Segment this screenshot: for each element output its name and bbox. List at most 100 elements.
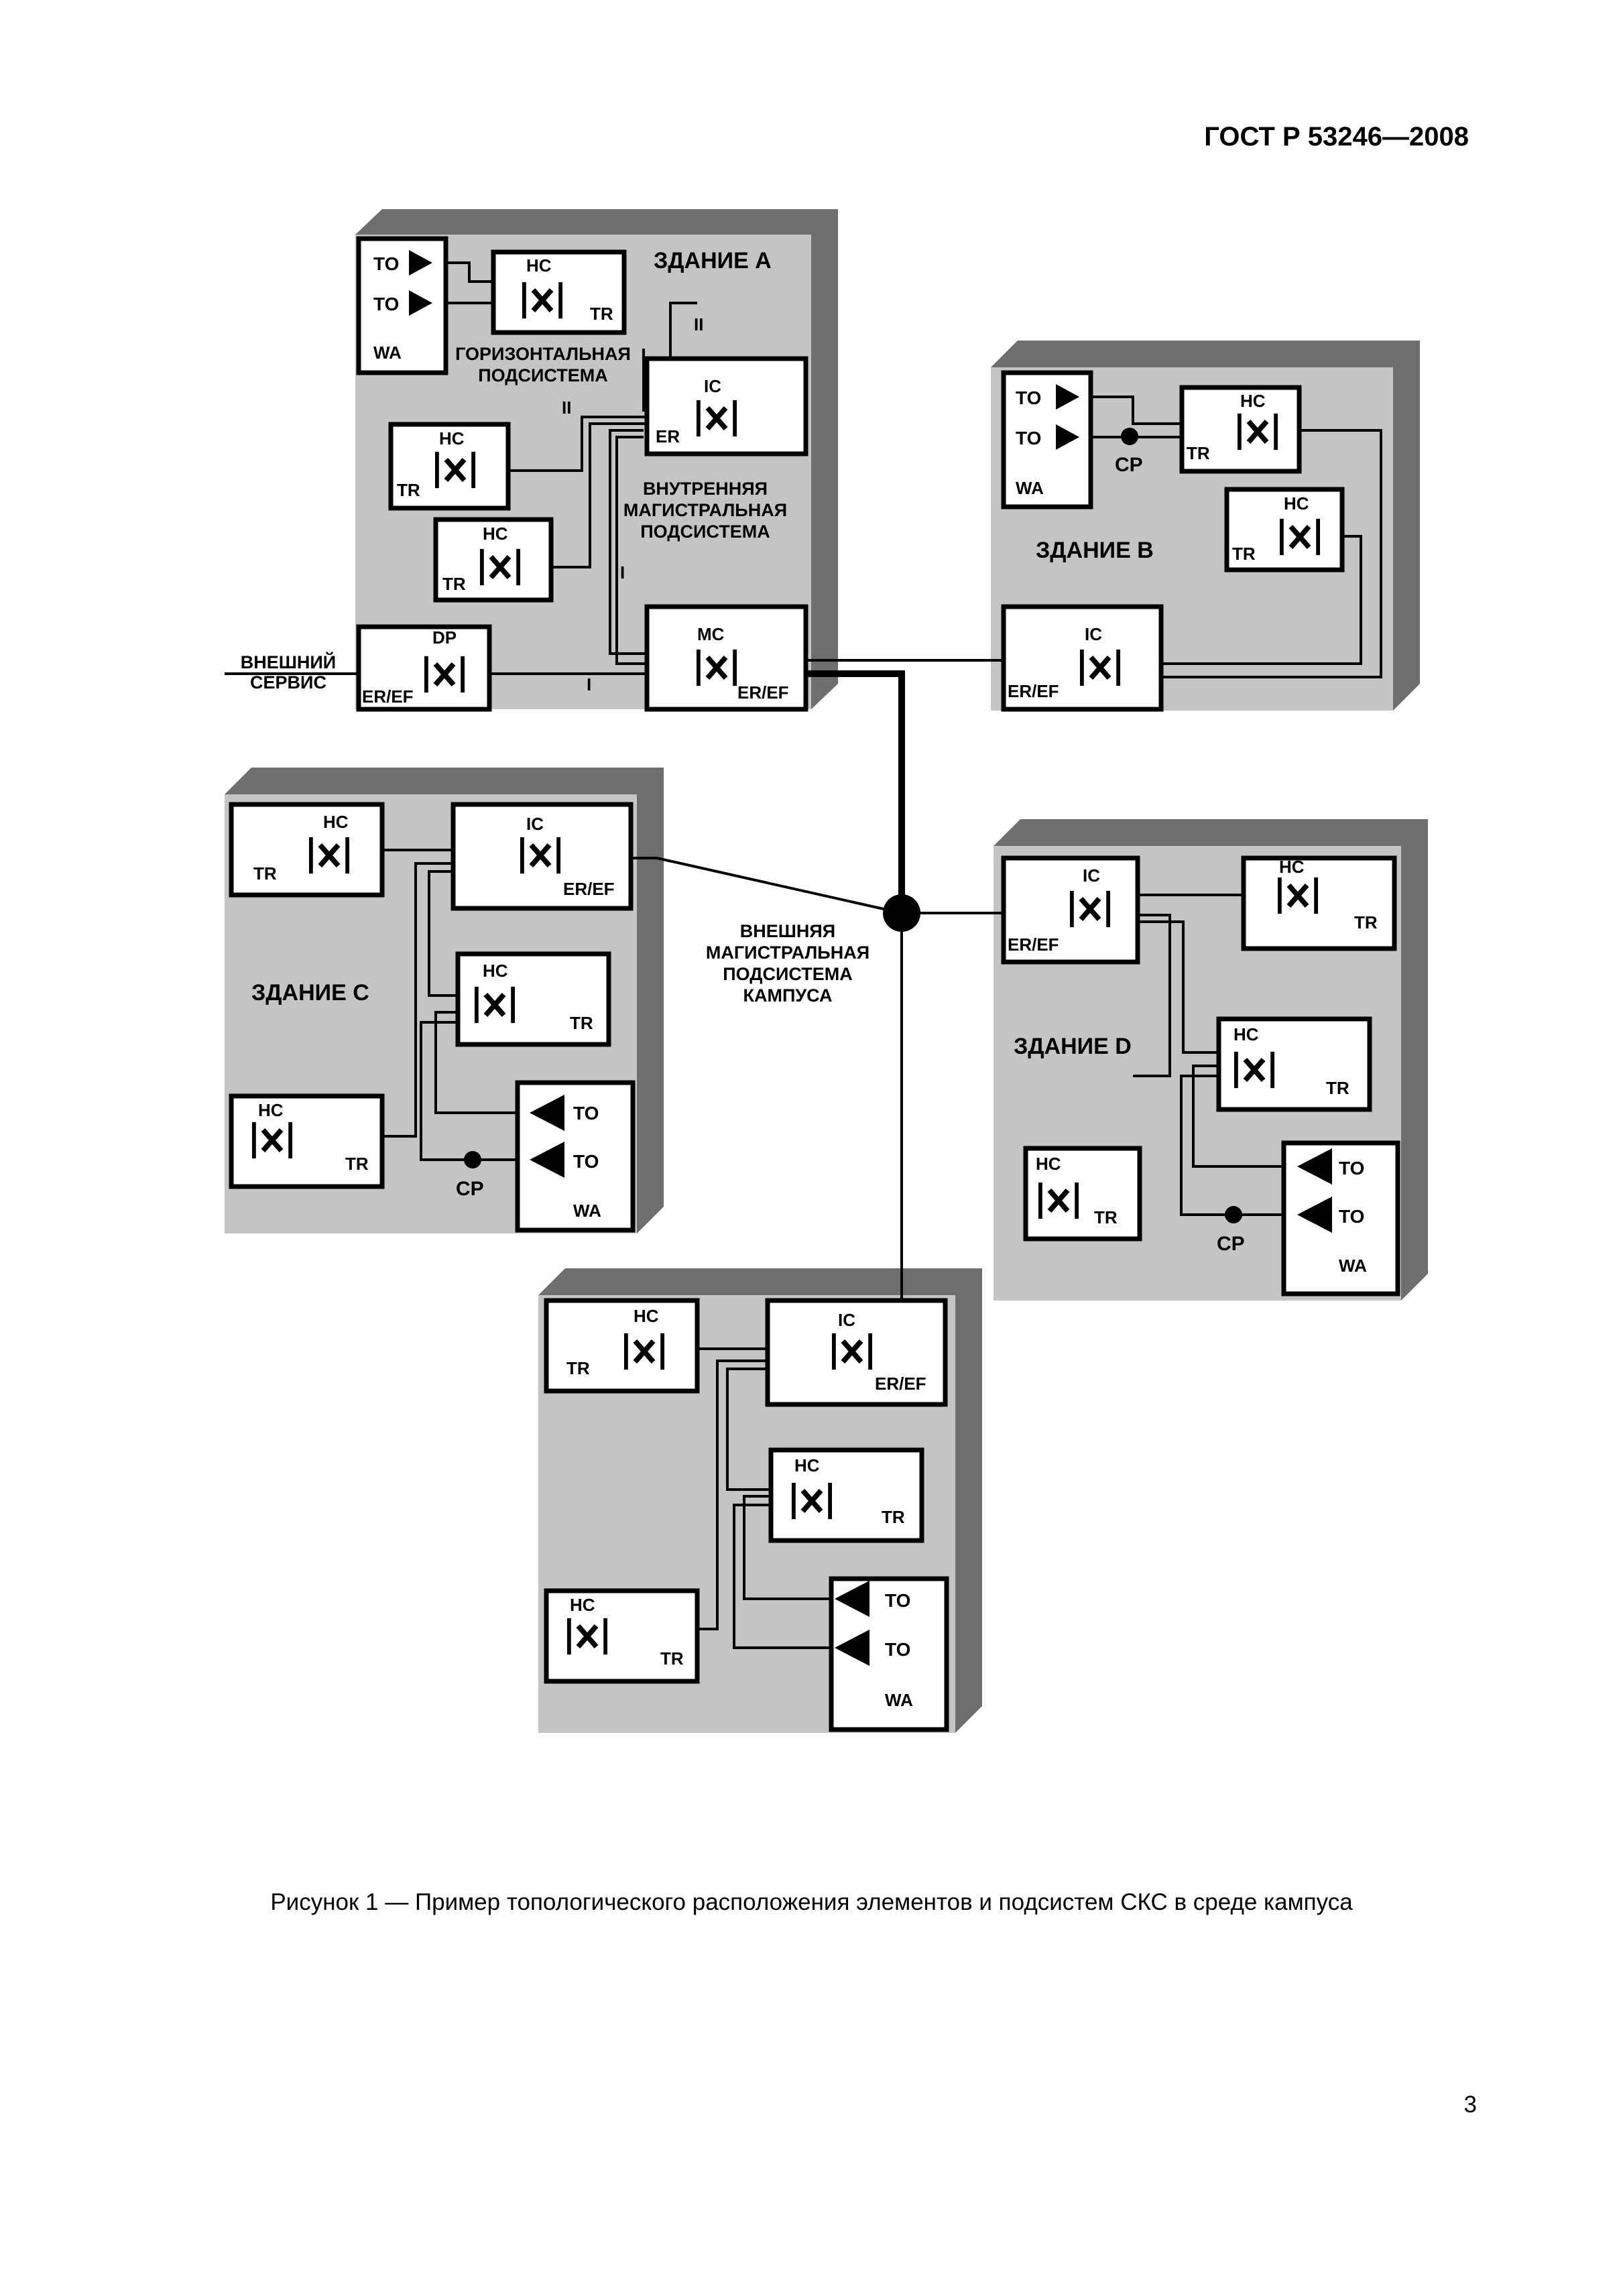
hc-label: HC (439, 428, 465, 448)
tr-label: TR (566, 1358, 590, 1378)
page-number: 3 (1463, 2092, 1477, 2118)
outlet-icon (530, 1095, 564, 1131)
to-label: TO (1339, 1158, 1364, 1179)
tr-label: TR (442, 574, 466, 594)
hc-box-e2 (768, 1447, 924, 1543)
outlet-icon (1056, 424, 1079, 450)
campus-backbone-label: ПОДСИСТЕМА (723, 964, 853, 984)
hc-box-c2 (455, 951, 611, 1047)
hc-label: HC (794, 1455, 820, 1475)
hc-box-c3 (229, 1093, 385, 1189)
hc-box-e3 (544, 1588, 700, 1684)
ic-label: IC (1085, 624, 1102, 644)
cp-label: CP (1217, 1233, 1245, 1255)
ic-label: IC (526, 814, 544, 834)
tr-label: TR (1326, 1078, 1349, 1098)
level-2-label: II (562, 398, 571, 418)
campus-junction (883, 894, 920, 932)
tr-label: TR (1232, 544, 1256, 564)
er-ef-label: ER/EF (875, 1374, 926, 1394)
to-label: TO (373, 294, 399, 314)
tr-label: TR (1354, 912, 1378, 932)
document-header: ГОСТ Р 53246—2008 (1204, 122, 1469, 152)
hc-label: HC (634, 1306, 659, 1326)
wa-label: WA (885, 1690, 913, 1710)
tr-label: TR (1187, 443, 1210, 463)
er-ef-label: ER/EF (1008, 681, 1059, 701)
building-a-label: ЗДАНИЕ А (654, 248, 772, 274)
tr-label: TR (253, 863, 277, 884)
to-label: TO (1339, 1206, 1364, 1227)
to-label: TO (573, 1103, 599, 1124)
internal-backbone-label: МАГИСТРАЛЬНАЯ (623, 500, 787, 520)
ic-label: IC (704, 376, 721, 396)
hc-box-d2 (1216, 1016, 1372, 1112)
outlet-icon (530, 1142, 564, 1178)
outlet-icon (835, 1630, 869, 1666)
hc-box-b2 (1224, 487, 1345, 572)
dp-box-a (356, 624, 492, 712)
horizontal-subsystem-label: ГОРИЗОНТАЛЬНАЯ (455, 344, 631, 364)
outlet-icon (1297, 1148, 1332, 1185)
building-d-label: ЗДАНИЕ D (1014, 1034, 1132, 1059)
external-service-label: СЕРВИС (250, 672, 326, 692)
hc-label: HC (1036, 1154, 1061, 1174)
cp-point-d (1225, 1206, 1242, 1223)
outlet-icon (1056, 384, 1079, 410)
level-1-label: I (620, 562, 625, 583)
wa-label: WA (573, 1201, 601, 1221)
to-label: TO (573, 1151, 599, 1172)
hc-label: HC (1284, 493, 1309, 513)
campus-backbone-label: КАМПУСА (743, 985, 833, 1006)
figure-caption: Рисунок 1 — Пример топологического распо… (270, 1889, 1353, 1915)
er-label: ER (656, 426, 680, 446)
cp-label: CP (1115, 454, 1143, 476)
tr-label: TR (345, 1154, 369, 1174)
wa-label: WA (1016, 478, 1044, 498)
hc-label: HC (1279, 857, 1305, 877)
outlet-icon (409, 250, 432, 276)
wa-box-d (1281, 1140, 1400, 1296)
tr-label: TR (590, 304, 613, 324)
outlet-icon (1297, 1197, 1332, 1233)
external-service-label: ВНЕШНИЙ (241, 652, 336, 672)
campus-backbone-label: МАГИСТРАЛЬНАЯ (706, 943, 869, 963)
tr-label: TR (882, 1507, 905, 1527)
to-label: TO (373, 253, 399, 274)
wa-label: WA (373, 343, 402, 363)
hc-box-e1 (544, 1298, 700, 1394)
er-ef-label: ER/EF (563, 879, 615, 899)
ic-box-a (644, 356, 808, 457)
mc-label: MC (697, 624, 725, 644)
cp-point-b (1121, 428, 1138, 445)
horizontal-subsystem-label: ПОДСИСТЕМА (478, 365, 608, 385)
hc-box-d3 (1023, 1146, 1142, 1242)
er-ef-label: ER/EF (362, 686, 414, 707)
hc-label: HC (570, 1595, 595, 1615)
tr-label: TR (397, 480, 420, 500)
hc-label: HC (1240, 391, 1266, 411)
level-2-label: II (694, 314, 703, 335)
hc-label: HC (526, 255, 552, 276)
level-1-label: I (587, 674, 591, 694)
er-ef-label: ER/EF (737, 682, 789, 703)
tr-label: TR (570, 1013, 593, 1033)
ic-label: IC (838, 1310, 855, 1330)
building-b-label: ЗДАНИЕ B (1036, 538, 1154, 563)
building-c-label: ЗДАНИЕ C (251, 980, 369, 1006)
campus-backbone-label: ВНЕШНЯЯ (740, 921, 835, 941)
hc-box-c1 (229, 802, 385, 898)
ic-label: IC (1083, 865, 1100, 886)
hc-box-b1 (1179, 385, 1302, 474)
dp-label: DP (432, 627, 457, 648)
internal-backbone-label: ПОДСИСТЕМА (640, 522, 770, 542)
wa-box-a (356, 236, 448, 375)
ic-box-e (765, 1298, 948, 1407)
cp-label: CP (456, 1178, 484, 1200)
hc-label: HC (483, 524, 508, 544)
hc-label: HC (323, 812, 349, 832)
tr-label: TR (660, 1648, 684, 1669)
tr-label: TR (1094, 1207, 1118, 1227)
internal-backbone-label: ВНУТРЕННЯЯ (643, 479, 768, 499)
